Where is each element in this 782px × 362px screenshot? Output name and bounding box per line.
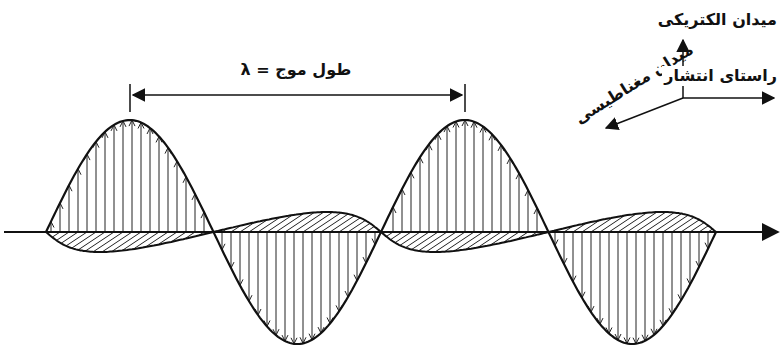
magnetic-vector	[312, 213, 341, 232]
electric-vector	[573, 232, 574, 282]
electric-vector	[465, 120, 466, 232]
electric-vector	[159, 136, 160, 232]
electric-vector	[429, 144, 430, 232]
electric-vector	[348, 232, 349, 297]
electric-vector	[285, 232, 286, 341]
electric-vector	[492, 134, 493, 232]
electric-vector	[663, 232, 664, 326]
magnetic-vector	[391, 232, 403, 240]
electric-vector	[114, 125, 115, 232]
magnetic-vector	[85, 232, 114, 251]
magnetic-vector	[93, 232, 123, 252]
wavelength-arrow	[133, 94, 462, 96]
electric-vector	[132, 120, 133, 232]
magnetic-vector	[66, 232, 87, 246]
electric-vector	[294, 232, 295, 344]
electric-vector	[177, 161, 178, 232]
electric-vector	[591, 232, 592, 312]
electric-vector	[474, 122, 475, 232]
electric-vector	[186, 177, 187, 232]
magnetic-vector	[419, 232, 447, 251]
electric-vector	[321, 232, 322, 333]
electric-vector	[618, 232, 619, 340]
electric-vector	[402, 189, 403, 232]
magnetic-vector	[303, 212, 333, 232]
electric-vector	[231, 232, 232, 268]
electric-vector	[564, 232, 565, 264]
magnetic-vector	[61, 232, 78, 243]
electric-vector	[636, 232, 637, 344]
electric-vector	[330, 232, 331, 324]
propagation-direction-axis	[683, 97, 774, 99]
electric-vector	[96, 142, 97, 232]
electric-vector	[87, 154, 88, 232]
electric-vector	[519, 173, 520, 232]
magnetic-vector	[339, 218, 360, 232]
electric-vector	[357, 232, 358, 281]
electric-vector	[312, 232, 313, 340]
electric-vector	[249, 232, 250, 301]
electric-vector	[645, 232, 646, 341]
magnetic-vector	[636, 212, 666, 232]
magnetic-vector	[400, 232, 420, 245]
magnetic-vector	[645, 213, 674, 232]
electric-vector	[123, 121, 124, 232]
electric-vector	[168, 148, 169, 232]
electric-vector	[447, 126, 448, 232]
electric-vector	[483, 127, 484, 233]
electric-vector	[141, 123, 142, 233]
electric-vector	[258, 232, 259, 315]
electric-vector	[537, 208, 538, 232]
electric-vector	[627, 232, 628, 344]
magnetic-vector	[681, 220, 699, 232]
electric-vector	[420, 157, 421, 232]
electric-vector	[528, 190, 529, 232]
propagation-direction-label: راستای انتشار	[662, 66, 779, 85]
crest-tick	[129, 84, 131, 112]
electric-vector	[456, 122, 457, 233]
electric-vector	[699, 232, 700, 267]
electric-vector	[672, 232, 673, 314]
electric-vector	[582, 232, 583, 298]
electric-vector	[600, 232, 601, 324]
electric-vector	[609, 232, 610, 334]
electric-vector	[366, 232, 367, 263]
electric-vector	[267, 232, 268, 327]
magnetic-vector	[672, 217, 694, 232]
electric-vector	[411, 172, 412, 232]
electric-vector	[69, 185, 70, 232]
electric-vector	[276, 232, 277, 335]
electric-vector	[195, 194, 196, 232]
propagation-axis	[4, 231, 778, 233]
electric-vector	[501, 145, 502, 232]
electric-vector	[303, 232, 304, 343]
magnetic-vector	[395, 232, 411, 243]
electric-vector	[60, 203, 61, 232]
magnetic-vector	[348, 220, 365, 232]
magnetic-vector	[435, 232, 465, 252]
electric-vector	[339, 232, 340, 311]
electric-vector	[240, 232, 241, 285]
electric-field-label: میدان الکتریکی	[656, 10, 779, 29]
electric-vector	[150, 128, 151, 232]
electric-vector	[681, 232, 682, 300]
electric-vector	[105, 132, 106, 232]
electric-vector	[393, 207, 394, 232]
electric-vector	[78, 169, 79, 232]
electric-vector	[510, 158, 511, 232]
crest-tick	[464, 84, 466, 112]
electric-vector	[654, 232, 655, 335]
magnetic-vector	[426, 232, 456, 252]
electric-vector	[438, 134, 439, 232]
wavelength-label: طول موج = λ	[239, 60, 354, 79]
electric-vector	[690, 232, 691, 285]
